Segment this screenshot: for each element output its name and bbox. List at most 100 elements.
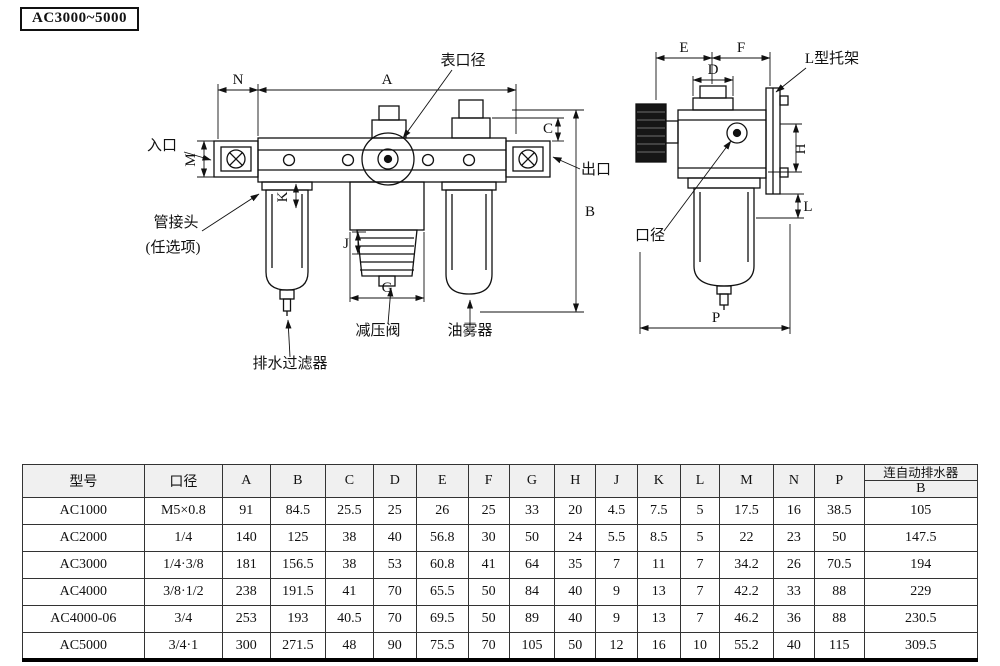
dim-cell: 75.5 [415, 632, 469, 660]
header-dim-p: P [814, 464, 865, 498]
dim-cell: 33 [772, 578, 816, 606]
dim-label-k: K [275, 191, 291, 202]
manifold [257, 137, 507, 183]
dim-cell: 50 [814, 524, 865, 552]
dim-label-h: H [793, 143, 809, 154]
dim-cell: 88 [814, 578, 865, 606]
header-dim-e: E [415, 464, 469, 498]
header-dim-c: C [325, 464, 374, 498]
inlet-port [213, 140, 259, 178]
header-bore: 口径 [143, 464, 224, 498]
table-body: AC1000 M5×0.8 91 84.5 25.5 25 26 25 33 2… [22, 497, 978, 660]
dim-cell: 253 [222, 605, 271, 633]
dim-cell: 30 [467, 524, 510, 552]
bore-cell: 3/8·1/2 [143, 578, 224, 606]
dim-cell: 22 [719, 524, 774, 552]
model-range-tag: AC3000~5000 [20, 7, 139, 31]
dim-cell: 7 [679, 578, 721, 606]
dim-cell: 50 [467, 605, 510, 633]
header-dim-d: D [372, 464, 417, 498]
model-cell: AC2000 [22, 524, 145, 552]
header-dim-l: L [679, 464, 721, 498]
dim-cell: 70 [372, 605, 417, 633]
dim-cell: 88 [814, 605, 865, 633]
header-drain: 连自动排水器 B [863, 464, 978, 498]
dim-cell: 7 [679, 605, 721, 633]
dim-label-f: F [737, 40, 745, 56]
header-dim-a: A [222, 464, 271, 498]
dim-cell: 7 [595, 551, 638, 579]
model-cell: AC1000 [22, 497, 145, 525]
dim-cell: 7 [679, 551, 721, 579]
header-drain-group: 连自动排水器 [864, 466, 977, 481]
dim-cell: 16 [636, 632, 681, 660]
dim-cell: 4.5 [595, 497, 638, 525]
dim-cell: 12 [595, 632, 638, 660]
dim-cell: 41 [467, 551, 510, 579]
drain-cell: 229 [863, 578, 978, 606]
table-row: AC1000 M5×0.8 91 84.5 25.5 25 26 25 33 2… [22, 497, 978, 525]
bore-cell: 1/4·3/8 [143, 551, 224, 579]
table-row: AC4000 3/8·1/2 238 191.5 41 70 65.5 50 8… [22, 578, 978, 606]
dim-cell: 91 [222, 497, 271, 525]
drain-cell: 147.5 [863, 524, 978, 552]
dim-cell: 5.5 [595, 524, 638, 552]
dim-cell: 9 [595, 605, 638, 633]
side-drain-valve [716, 285, 732, 310]
dim-cell: 48 [325, 632, 374, 660]
dim-cell: 5 [679, 524, 721, 552]
dim-cell: 50 [554, 632, 597, 660]
dim-cell: 17.5 [719, 497, 774, 525]
header-dim-f: F [467, 464, 510, 498]
dim-cell: 40 [554, 578, 597, 606]
dim-cell: 89 [508, 605, 556, 633]
dim-cell: 64 [508, 551, 556, 579]
drain-cell: 309.5 [863, 632, 978, 660]
dim-label-c: C [543, 121, 553, 137]
dim-cell: 5 [679, 497, 721, 525]
model-cell: AC4000 [22, 578, 145, 606]
regulator-bonnet [371, 105, 407, 139]
side-view-dimensions [639, 52, 807, 334]
lubricator-cap [451, 99, 491, 139]
model-cell: AC5000 [22, 632, 145, 660]
side-bowl [687, 177, 761, 287]
bore-cell: 1/4 [143, 524, 224, 552]
dim-cell: 65.5 [415, 578, 469, 606]
header-dim-b: B [269, 464, 327, 498]
dim-cell: 10 [679, 632, 721, 660]
table-header: 型号 口径 A B C D E F G H J K L M N P 连自动排水器… [22, 464, 978, 498]
dim-cell: 24 [554, 524, 597, 552]
regulator-label: 减压阀 [355, 322, 400, 339]
side-view-drawing [635, 85, 789, 310]
inlet-label: 入口 [147, 138, 177, 154]
dim-cell: 40 [372, 524, 417, 552]
header-dim-k: K [636, 464, 681, 498]
side-view-labels: E F D H L P L型托架 口径 [635, 40, 859, 326]
dim-cell: 46.2 [719, 605, 774, 633]
bore-cell: 3/4 [143, 605, 224, 633]
lubricator-label: 油雾器 [447, 322, 492, 339]
dim-cell: 70 [467, 632, 510, 660]
bore-cell: M5×0.8 [143, 497, 224, 525]
dim-cell: 84.5 [269, 497, 327, 525]
dim-cell: 38 [325, 551, 374, 579]
dim-cell: 26 [415, 497, 469, 525]
header-dim-n: N [772, 464, 816, 498]
optional-label: (任选项) [146, 239, 201, 256]
dim-cell: 50 [467, 578, 510, 606]
dim-label-d: D [708, 62, 719, 78]
drain-filter-label: 排水过滤器 [252, 355, 327, 372]
dim-cell: 25.5 [325, 497, 374, 525]
regulator-knob [356, 229, 418, 287]
dim-cell: 300 [222, 632, 271, 660]
dim-cell: 25 [372, 497, 417, 525]
dim-cell: 8.5 [636, 524, 681, 552]
dim-cell: 20 [554, 497, 597, 525]
dim-cell: 156.5 [269, 551, 327, 579]
dim-cell: 25 [467, 497, 510, 525]
dim-cell: 13 [636, 605, 681, 633]
dim-cell: 53 [372, 551, 417, 579]
dim-label-l: L [803, 199, 812, 215]
dim-cell: 191.5 [269, 578, 327, 606]
